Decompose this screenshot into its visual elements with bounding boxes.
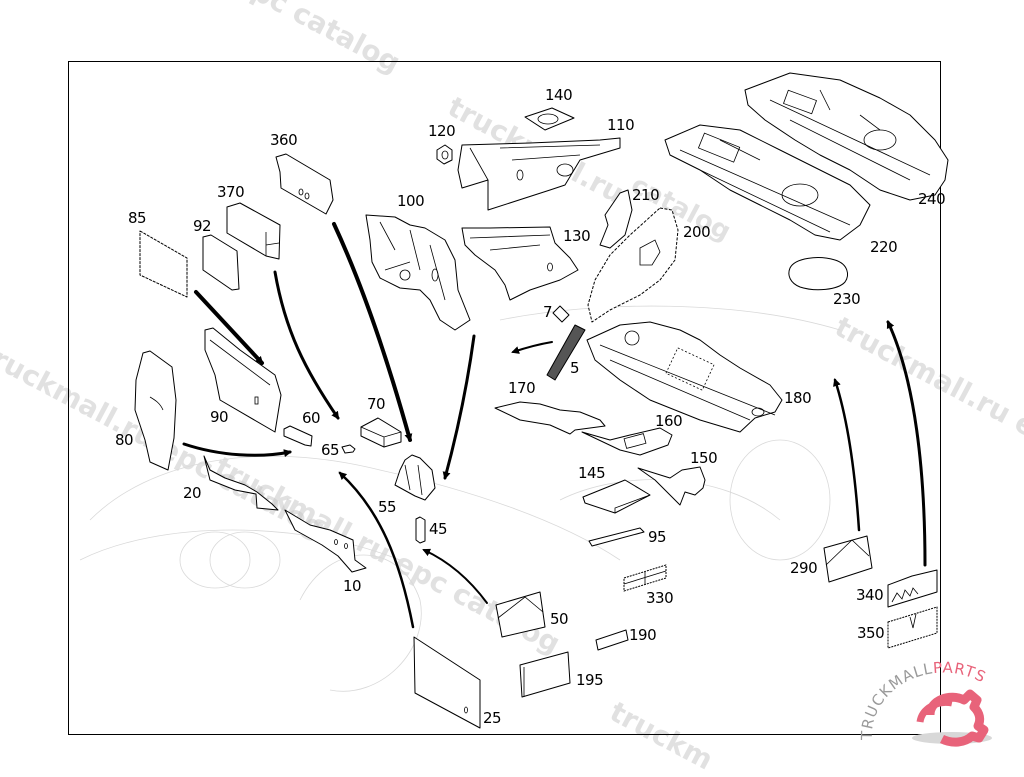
- part-290[interactable]: [823, 535, 873, 583]
- part-195[interactable]: [519, 651, 571, 698]
- callout-340[interactable]: 340: [856, 586, 884, 604]
- callout-50[interactable]: 50: [550, 610, 569, 628]
- logo-text: TRUCKMALLPARTS: [860, 660, 989, 741]
- callout-90[interactable]: 90: [210, 408, 229, 426]
- callout-360[interactable]: 360: [270, 131, 298, 149]
- part-55[interactable]: [394, 454, 436, 501]
- part-110[interactable]: [457, 137, 621, 211]
- part-180[interactable]: [586, 321, 783, 433]
- arrow-290: [833, 378, 861, 532]
- callout-150[interactable]: 150: [690, 449, 718, 467]
- callout-80[interactable]: 80: [115, 431, 134, 449]
- part-150[interactable]: [637, 466, 706, 506]
- part-140[interactable]: [524, 107, 575, 131]
- callout-7[interactable]: 7: [543, 303, 553, 321]
- part-230[interactable]: [788, 257, 848, 291]
- callout-120[interactable]: 120: [428, 122, 456, 140]
- callout-100[interactable]: 100: [397, 192, 425, 210]
- arrow-85: [194, 290, 264, 365]
- part-170[interactable]: [494, 401, 606, 435]
- part-7[interactable]: [552, 305, 570, 323]
- callout-20[interactable]: 20: [183, 484, 202, 502]
- callout-170[interactable]: 170: [508, 379, 536, 397]
- arrow-370: [273, 270, 340, 420]
- part-92[interactable]: [202, 234, 240, 291]
- part-20[interactable]: [203, 455, 279, 511]
- part-240[interactable]: [744, 72, 949, 201]
- part-120[interactable]: [436, 144, 453, 165]
- assembly-arrows: [182, 222, 927, 629]
- arrow-25: [338, 471, 415, 629]
- part-80[interactable]: [134, 350, 177, 471]
- callout-195[interactable]: 195: [576, 671, 604, 689]
- part-220[interactable]: [664, 124, 871, 241]
- part-145[interactable]: [582, 479, 651, 514]
- callout-65[interactable]: 65: [321, 441, 340, 459]
- callout-145[interactable]: 145: [578, 464, 606, 482]
- part-330[interactable]: [623, 564, 667, 592]
- part-160[interactable]: [581, 427, 673, 456]
- callout-290[interactable]: 290: [790, 559, 818, 577]
- part-60[interactable]: [283, 425, 313, 447]
- callout-45[interactable]: 45: [429, 520, 448, 538]
- part-130[interactable]: [461, 226, 579, 301]
- part-200[interactable]: [587, 207, 679, 323]
- part-25[interactable]: [413, 636, 481, 729]
- part-340[interactable]: [887, 569, 938, 608]
- callout-85[interactable]: 85: [128, 209, 147, 227]
- callout-92[interactable]: 92: [193, 217, 212, 235]
- part-90[interactable]: [204, 327, 282, 433]
- callout-140[interactable]: 140: [545, 86, 573, 104]
- callout-370[interactable]: 370: [217, 183, 245, 201]
- part-10[interactable]: [284, 509, 367, 573]
- callout-210[interactable]: 210: [632, 186, 660, 204]
- callout-60[interactable]: 60: [302, 409, 321, 427]
- callout-230[interactable]: 230: [833, 290, 861, 308]
- callout-330[interactable]: 330: [646, 589, 674, 607]
- callout-10[interactable]: 10: [343, 577, 362, 595]
- truckmallparts-logo: TRUCKMALLPARTS: [860, 660, 992, 747]
- logo-text-dark: TRUCKMALL: [860, 660, 934, 741]
- callout-5[interactable]: 5: [570, 359, 580, 377]
- part-65[interactable]: [341, 444, 356, 454]
- callout-55[interactable]: 55: [378, 498, 397, 516]
- part-5[interactable]: [546, 324, 586, 381]
- callout-220[interactable]: 220: [870, 238, 898, 256]
- arrow-340: [886, 320, 927, 567]
- callout-350[interactable]: 350: [857, 624, 885, 642]
- diagram-drawing: [79, 72, 949, 729]
- callout-160[interactable]: 160: [655, 412, 683, 430]
- part-70[interactable]: [360, 417, 402, 448]
- part-85[interactable]: [139, 230, 188, 298]
- part-360[interactable]: [275, 153, 334, 215]
- arrow-100: [442, 334, 476, 480]
- part-370[interactable]: [226, 202, 281, 260]
- callout-70[interactable]: 70: [367, 395, 386, 413]
- callout-190[interactable]: 190: [629, 626, 657, 644]
- part-190[interactable]: [595, 629, 629, 651]
- callout-25[interactable]: 25: [483, 709, 502, 727]
- part-350[interactable]: [887, 606, 938, 649]
- callout-110[interactable]: 110: [607, 116, 635, 134]
- diagram-frame: [68, 61, 941, 735]
- callout-95[interactable]: 95: [648, 528, 667, 546]
- part-95[interactable]: [588, 527, 645, 547]
- callout-180[interactable]: 180: [784, 389, 812, 407]
- part-45[interactable]: [415, 516, 426, 544]
- callout-130[interactable]: 130: [563, 227, 591, 245]
- part-50[interactable]: [495, 591, 546, 638]
- arrow-360: [332, 222, 413, 442]
- arrow-5: [511, 341, 553, 354]
- logo-text-accent: PARTS: [932, 660, 989, 686]
- part-210[interactable]: [599, 189, 633, 249]
- callout-200[interactable]: 200: [683, 223, 711, 241]
- arrow-80: [182, 442, 292, 458]
- gear-icon: [912, 689, 992, 747]
- part-100[interactable]: [365, 214, 471, 331]
- callout-240[interactable]: 240: [918, 190, 946, 208]
- arrow-50: [422, 548, 488, 604]
